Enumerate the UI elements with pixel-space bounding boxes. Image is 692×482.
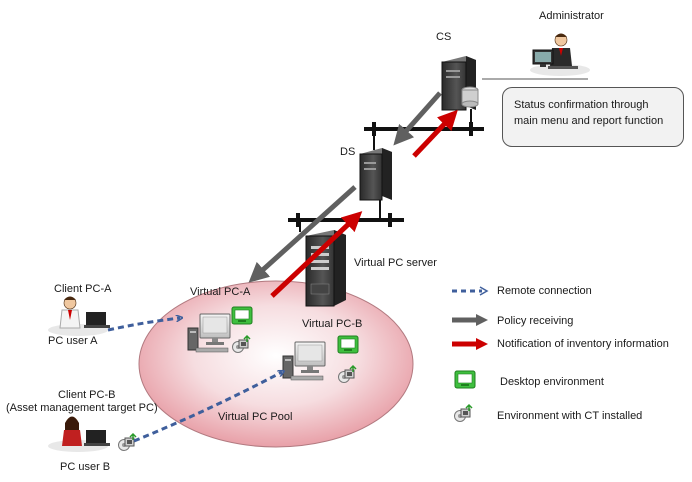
administrator-icon <box>530 33 590 76</box>
callout-line-2: main menu and report function <box>514 115 664 127</box>
inventory-arrow-ds-to-cs <box>412 109 458 158</box>
virtual-pc-a-label: Virtual PC-A <box>190 286 251 298</box>
ds-server-icon <box>359 148 392 201</box>
legend-ct-label: Environment with CT installed <box>497 410 642 422</box>
legend-desktop-icon <box>454 370 476 389</box>
virtual-pc-server-label: Virtual PC server <box>354 257 437 269</box>
cs-label: CS <box>436 31 451 43</box>
legend: Remote connection Policy receiving Notif… <box>452 285 669 423</box>
legend-ct-icon <box>453 404 473 423</box>
legend-policy-label: Policy receiving <box>497 315 573 327</box>
pc-user-b-label: PC user B <box>60 461 110 473</box>
virtual-pc-a-desktop-icon <box>231 306 253 325</box>
ds-label: DS <box>340 146 355 158</box>
pc-user-a-icon <box>48 296 110 336</box>
client-pc-b-ct-icon <box>117 433 137 452</box>
legend-desktop-label: Desktop environment <box>500 376 604 388</box>
virtual-pc-pool-label: Virtual PC Pool <box>218 411 292 423</box>
callout-line-1: Status confirmation through <box>514 99 649 111</box>
virtual-pc-b-desktop-icon <box>337 335 359 354</box>
policy-arrow-ds-to-virtual-pc-a <box>248 185 357 283</box>
pc-user-a-label: PC user A <box>48 335 98 347</box>
network-bar-cs <box>364 122 484 136</box>
legend-remote-label: Remote connection <box>497 285 592 297</box>
virtual-pc-server-icon <box>305 230 346 307</box>
policy-arrow-cs-to-ds <box>393 91 442 146</box>
client-pc-a-label: Client PC-A <box>54 283 112 295</box>
client-pc-b-label: Client PC-B <box>58 389 115 401</box>
status-callout: Status confirmation through main menu an… <box>502 87 684 147</box>
legend-inventory-label: Notification of inventory information <box>497 338 669 350</box>
administrator-label: Administrator <box>539 10 604 22</box>
client-pc-b-note: (Asset management target PC) <box>6 402 158 414</box>
pc-user-b-icon <box>48 416 110 452</box>
inventory-arrow-pc-to-ds <box>270 211 363 298</box>
cs-server-icon <box>441 56 479 111</box>
virtual-pc-b-label: Virtual PC-B <box>302 318 362 330</box>
remote-arrow-user-b <box>133 372 282 443</box>
